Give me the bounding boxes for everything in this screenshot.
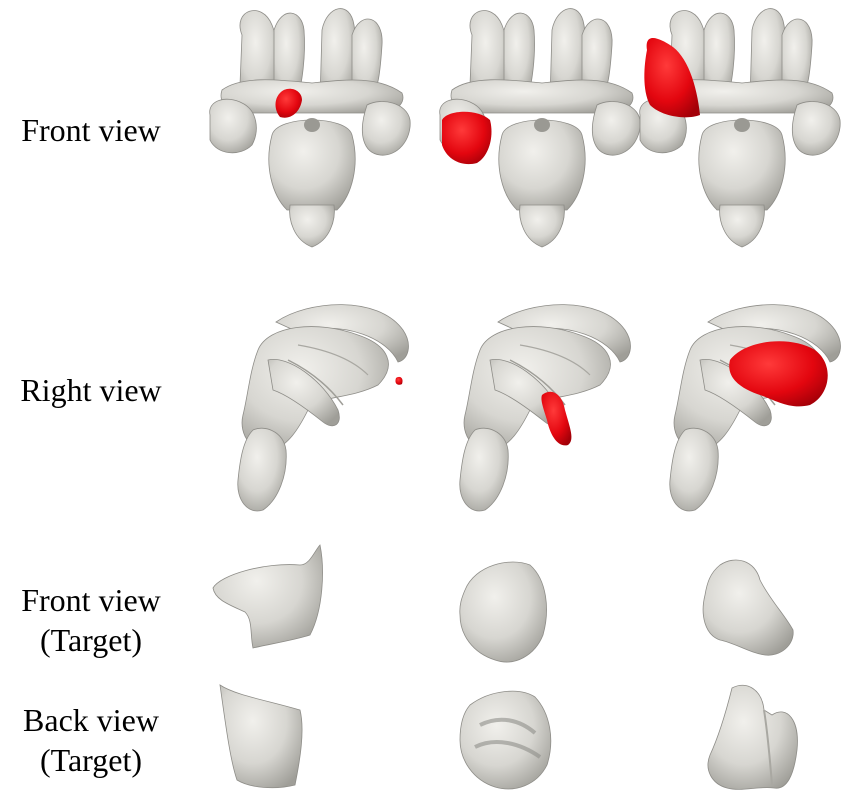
front-view-model-3 bbox=[632, 5, 851, 250]
front-target-shape-2 bbox=[455, 555, 555, 670]
target-region bbox=[442, 111, 492, 165]
row-label-back-view-target: Back view (Target) bbox=[0, 700, 182, 780]
skull-mesh bbox=[209, 8, 411, 248]
target-mesh bbox=[702, 559, 794, 656]
target-region bbox=[275, 88, 302, 118]
front-view-model-2 bbox=[432, 5, 652, 250]
target-region bbox=[729, 341, 828, 407]
row-label-front-view: Front view bbox=[0, 110, 182, 150]
row-label-text: Front view bbox=[21, 582, 161, 618]
target-mesh bbox=[212, 544, 323, 649]
front-target-shape-3 bbox=[695, 555, 800, 663]
row-label-subtext: (Target) bbox=[40, 622, 142, 658]
skull-mesh bbox=[669, 303, 842, 512]
skull-mesh bbox=[237, 303, 410, 512]
row-label-right-view: Right view bbox=[0, 370, 182, 410]
target-mesh bbox=[219, 684, 303, 789]
target-mesh bbox=[459, 690, 552, 790]
target-region bbox=[395, 376, 403, 385]
back-target-shape-2 bbox=[455, 685, 560, 795]
target-region bbox=[541, 391, 572, 446]
row-label-front-view-target: Front view (Target) bbox=[0, 580, 182, 660]
right-view-model-3 bbox=[660, 300, 851, 525]
front-view-model-1 bbox=[202, 5, 422, 250]
target-mesh bbox=[459, 561, 547, 663]
row-label-text: Front view bbox=[21, 112, 161, 148]
front-target-shape-1 bbox=[205, 540, 335, 650]
back-target-shape-1 bbox=[215, 680, 310, 792]
right-view-model-2 bbox=[450, 300, 650, 525]
back-target-shape-3 bbox=[702, 680, 807, 795]
target-region bbox=[644, 38, 700, 118]
skull-mesh bbox=[639, 8, 841, 248]
right-view-model-1 bbox=[228, 300, 428, 525]
row-label-subtext: (Target) bbox=[40, 742, 142, 778]
target-mesh bbox=[707, 684, 798, 790]
row-label-text: Back view bbox=[23, 702, 159, 738]
row-label-text: Right view bbox=[20, 372, 162, 408]
